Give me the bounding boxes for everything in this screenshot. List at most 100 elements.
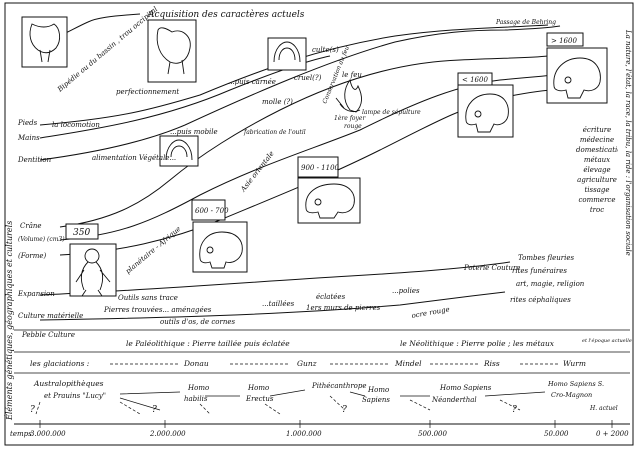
annot-rites-cephal: rites céphaliques: [510, 296, 571, 304]
label-pebble: Pebble Culture: [21, 331, 75, 339]
annot-perfectionnement: perfectionnement: [116, 88, 179, 96]
species-cro-magnon: Homo Sapiens S.: [547, 380, 604, 388]
annot-afrique: planétaire - Afrique: [124, 225, 182, 276]
pelvis-sketch: [21, 16, 68, 68]
jaw-sketch-upper: [267, 37, 307, 71]
species-homo-erectus-sub: Erectus: [245, 395, 274, 403]
label-volume: (Volume) (cm3): [18, 236, 65, 243]
svg-text:?: ?: [342, 405, 347, 415]
right-axis-title: La nature, l'état, la race, la tribu, la…: [624, 29, 632, 256]
annot-polies: ...polies: [392, 287, 420, 295]
annot-murs: 1ers murs de pierres: [306, 304, 381, 312]
annot-rouge: rouge: [344, 123, 362, 130]
annot-lampe: lampe de sépulture: [362, 109, 421, 116]
ape-figure-sketch: [69, 243, 117, 297]
glaciation-mindel: Mindel: [394, 359, 422, 368]
period-paleolithique: le Paléolithique : Pierre taillée puis é…: [126, 339, 290, 348]
annot-art-magie: art, magie, religion: [516, 280, 585, 288]
societe-list: écriture médecine domestication métaux é…: [576, 126, 618, 214]
annot-locomotion: la locomotion: [52, 121, 100, 129]
species-australopitheques-sub: et Prauins "Lucy": [44, 392, 106, 400]
annot-poterie: Poterie Couture: [463, 264, 520, 272]
glaciation-donau: Donau: [183, 359, 209, 368]
annot-fabrication: fabrication de l'outil: [243, 129, 306, 136]
species-pithecanthrope: Pithécanthrope: [311, 382, 367, 390]
annot-bipedie: Bipédie ou du bassin , trou occipital: [55, 5, 159, 94]
volume-600-700: 600 - 700: [195, 207, 229, 215]
volume-350: 350: [73, 228, 90, 238]
species-row: Australopithèques et Prauins "Lucy" Homo…: [30, 379, 618, 415]
annot-culte: culte(s): [312, 46, 339, 54]
label-mains: Mains: [17, 134, 40, 142]
annot-mobile: ...puis mobile: [170, 128, 218, 136]
species-homo-habilis-sub: habilis: [184, 395, 208, 403]
volume-box-350: 350: [65, 223, 99, 240]
period-neolithique: le Néolithique : Pierre polie ; les méta…: [400, 339, 555, 348]
annot-os-cornes: outils d'os, de cornes: [160, 318, 235, 326]
annot-rites-fun: rites funéraires: [512, 267, 567, 275]
volume-box-600: 600 - 700: [191, 199, 229, 221]
species-neanderthal-sub: Néanderthal: [431, 396, 477, 404]
timeline-tick-0: 0 + 2000: [596, 430, 629, 438]
skull-modern-sketch: [546, 47, 608, 104]
label-expansion: Expansion: [17, 290, 55, 298]
annot-puis-carnee: ...puis carnée: [228, 78, 276, 86]
header-title: Acquisition des caractères actuels: [147, 9, 305, 20]
species-homo-sapiens-sub: Sapiens: [362, 396, 390, 404]
glaciation-riss: Riss: [483, 359, 500, 368]
volume-box-1600-low: < 1600: [457, 72, 493, 86]
label-dentition: Dentition: [17, 156, 52, 164]
timeline-tick-2000000: 2.000.000: [149, 430, 186, 438]
left-axis-title: Éléments génétiques, géographiques et cu…: [5, 221, 14, 421]
skull-sapiens-sketch: [457, 84, 514, 138]
species-neanderthal: Homo Sapiens: [439, 384, 492, 392]
label-pieds: Pieds: [17, 119, 38, 127]
glaciation-wurm: Wurm: [563, 359, 586, 368]
species-homo-habilis: Homo: [187, 384, 209, 392]
annot-tombes: Tombes fleuries: [518, 254, 574, 262]
volume-1600-high: > 1600: [551, 37, 577, 45]
species-homo-erectus: Homo: [247, 384, 269, 392]
timeline-tick-1000000: 1.000.000: [286, 430, 322, 438]
timeline-tick-500000: 500.000: [418, 430, 447, 438]
outer-frame: [4, 2, 634, 446]
svg-text:?: ?: [152, 405, 157, 415]
label-forme: (Forme): [18, 252, 47, 260]
annot-feu: le feu: [342, 71, 362, 79]
skull-erectus-sketch: [192, 221, 248, 273]
flame-sketch: [335, 78, 362, 113]
evolution-curves: [39, 13, 561, 321]
annot-ocre: ocre rouge: [411, 305, 450, 320]
species-cro-magnon-sub: Cro-Magnon: [551, 391, 592, 399]
annot-alimentation: alimentation Végétale...: [92, 154, 176, 162]
annot-premiere-foyer: 1ère foyer: [334, 115, 366, 122]
annot-mollo: molle (?): [262, 98, 293, 106]
volume-box-900: 900 - 1100: [297, 156, 340, 178]
period-actuelle: et l'époque actuelle: [582, 337, 632, 344]
jaw-sketch-lower: [159, 135, 199, 167]
annot-taillees: ...taillées: [262, 300, 295, 308]
timeline-tick-50000: 50.000: [544, 430, 569, 438]
skull-neanderthal-sketch: [297, 177, 361, 224]
volume-900-1100: 900 - 1100: [301, 164, 340, 172]
svg-text:?: ?: [30, 405, 35, 415]
volume-box-1600-high: > 1600: [546, 32, 584, 47]
svg-text:?: ?: [512, 405, 517, 415]
species-h-actuel: H. actuel: [589, 405, 618, 412]
species-homo-sapiens: Homo: [367, 386, 389, 394]
annot-outils-trace: Outils sans trace: [118, 294, 178, 302]
hominid-pelvis-sketch: [147, 19, 197, 83]
annot-cruel: cruel(?): [294, 74, 322, 82]
annot-asie-orientale: Asie orientale: [239, 150, 276, 194]
glaciations-label: les glaciations :: [30, 359, 90, 368]
volume-1600-low: < 1600: [462, 76, 488, 84]
annot-amenagees: Pierres trouvées... aménagées: [103, 306, 212, 314]
label-crane: Crâne: [20, 222, 42, 230]
annot-eclatees: éclatées: [316, 293, 346, 301]
glaciation-gunz: Gunz: [297, 359, 317, 368]
label-culture: Culture matérielle: [18, 312, 83, 320]
species-australopitheques: Australopithèques: [33, 379, 104, 388]
timeline-tick-3000000: 3.000.000: [30, 430, 66, 438]
annot-passage-bering: Passage de Behring: [495, 19, 556, 26]
